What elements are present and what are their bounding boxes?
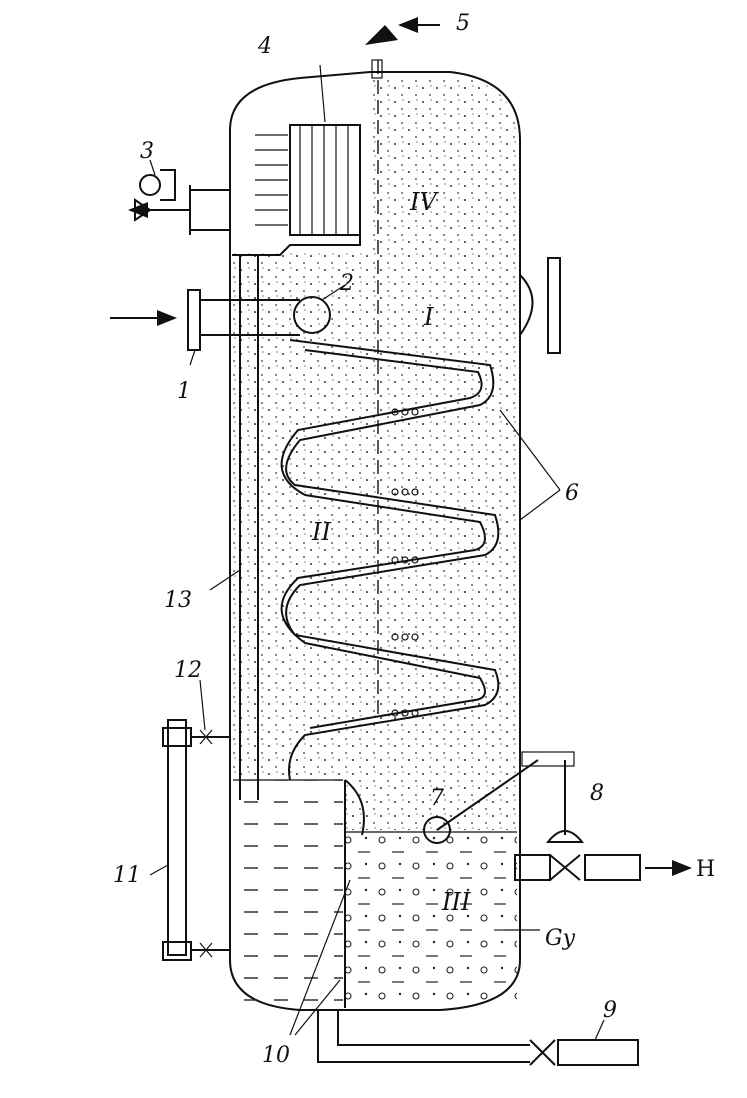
zone-I: I [423, 303, 434, 331]
label-10: 10 [262, 1043, 290, 1068]
number-labels: 4 5 3 2 1 6 13 12 11 7 8 9 10 H Gу [113, 11, 715, 1068]
zone-labels: IV I II III [311, 188, 471, 916]
gas-cooler [232, 124, 361, 256]
zone-III: III [441, 888, 471, 916]
label-2: 2 [339, 271, 354, 296]
bottom-drain [317, 1010, 639, 1066]
label-13: 13 [164, 588, 192, 613]
label-12: 12 [174, 658, 202, 683]
liquid-chamber-right [346, 831, 517, 1007]
label-9: 9 [603, 998, 617, 1023]
zone-IV: IV [409, 188, 439, 216]
feed-inlet [110, 289, 331, 351]
label-11: 11 [113, 863, 141, 888]
return-pipe [239, 255, 259, 800]
level-gauge [162, 719, 230, 961]
label-5: 5 [456, 11, 470, 36]
label-3: 3 [140, 139, 154, 164]
label-4: 4 [257, 34, 272, 59]
label-6: 6 [565, 481, 579, 506]
zone-II: II [311, 518, 331, 546]
leader-lines [149, 64, 605, 1041]
float-level-control [423, 751, 692, 881]
liquid-chamber-left [233, 779, 343, 1005]
side-manhole [519, 257, 561, 354]
top-outlet-valve [365, 17, 440, 79]
zigzag-trays [280, 339, 500, 781]
label-gy: Gу [545, 926, 576, 951]
label-1: 1 [177, 379, 191, 404]
label-8: 8 [590, 781, 604, 806]
gas-outlet-valve [128, 169, 231, 235]
label-7: 7 [430, 786, 444, 811]
label-outlet-H: H [696, 857, 715, 882]
